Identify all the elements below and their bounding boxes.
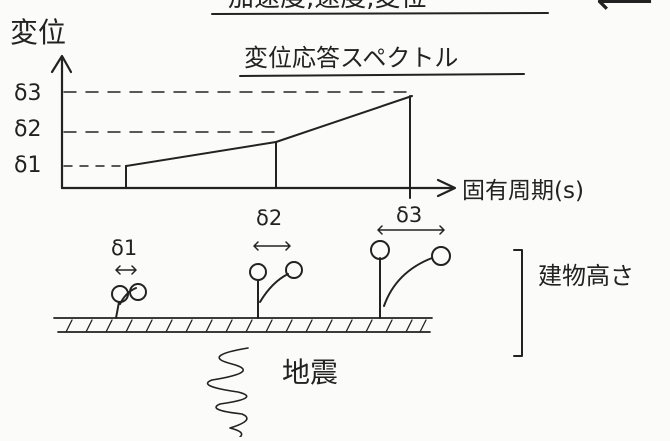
height-bracket	[513, 249, 523, 357]
earthquake-wave-icon	[206, 347, 249, 438]
building-short	[111, 283, 147, 319]
delta-3-arrow	[377, 225, 445, 235]
building-delta-1: δ1	[111, 236, 137, 260]
spectrum-title-underline	[239, 73, 525, 77]
ground-hatching	[65, 319, 427, 333]
spectrum-title: 変位応答スペクトル	[244, 44, 458, 72]
x-axis-label: 固有周期(s)	[462, 178, 584, 204]
delta-label-1: δ1	[14, 153, 41, 178]
ground-line	[53, 317, 433, 333]
building-delta-2: δ2	[256, 206, 282, 230]
top-heading: 加速度,速度,変位	[228, 0, 427, 13]
left-arrow-icon: ⟵	[596, 0, 653, 24]
delta-label-2: δ2	[14, 117, 41, 142]
y-axis-arrowhead-icon	[50, 54, 73, 74]
building-delta-3: δ3	[396, 203, 422, 227]
building-tall	[370, 240, 451, 319]
spectrum-curve	[125, 95, 413, 167]
delta-label-3: δ3	[14, 81, 41, 106]
building-height-label: 建物高さ	[538, 262, 634, 290]
top-heading-underline	[211, 12, 549, 15]
x-axis-arrowhead-icon	[436, 178, 457, 198]
y-axis-label: 変位	[10, 16, 66, 49]
building-medium	[249, 261, 303, 319]
earthquake-label: 地震	[282, 356, 338, 389]
delta-1-arrow	[115, 265, 137, 275]
delta-2-arrow	[253, 241, 291, 251]
